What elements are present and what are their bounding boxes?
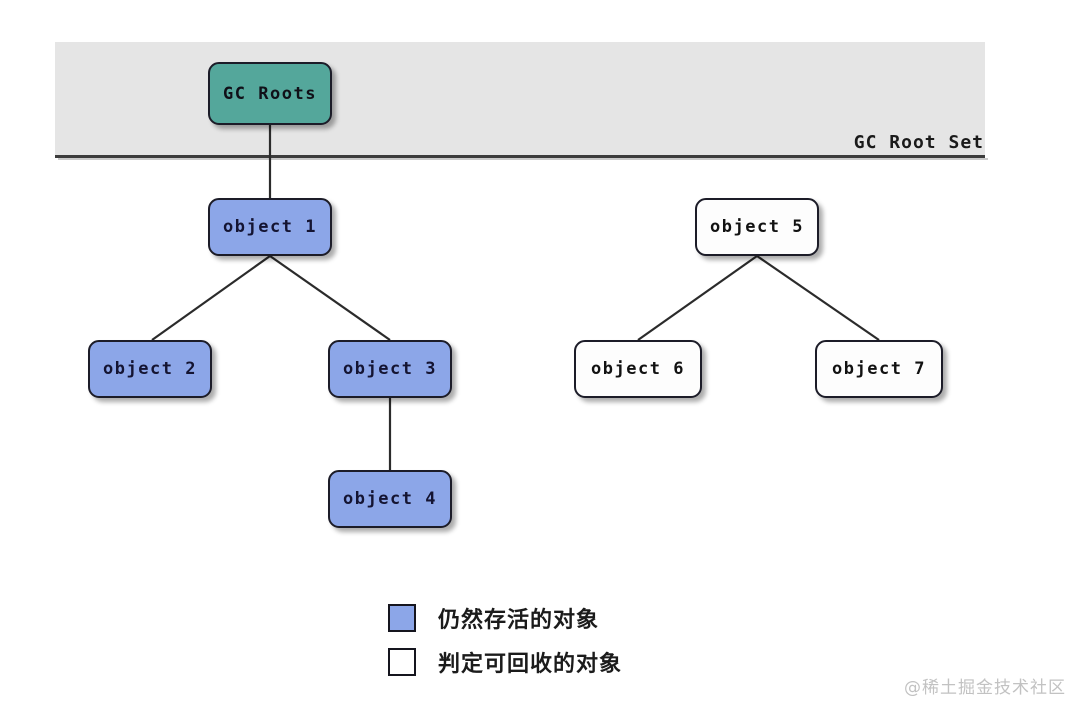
node-label: object 4 <box>343 489 437 509</box>
watermark: @稀土掘金技术社区 <box>904 678 1066 698</box>
node-label: GC Roots <box>223 83 317 104</box>
gc-root-set-rule-shadow <box>58 158 988 160</box>
edge-object-5-to-object-6 <box>637 255 758 341</box>
node-object-1[interactable]: object 1 <box>208 198 332 256</box>
node-label: object 7 <box>832 359 926 379</box>
node-object-4[interactable]: object 4 <box>328 470 452 528</box>
legend: 仍然存活的对象 判定可回收的对象 <box>388 596 622 684</box>
gc-root-set-rule <box>55 155 985 158</box>
node-label: object 6 <box>591 359 685 379</box>
edge-object-1-to-object-3 <box>269 255 391 341</box>
node-object-6[interactable]: object 6 <box>574 340 702 398</box>
gc-root-set-band <box>55 42 985 157</box>
node-object-2[interactable]: object 2 <box>88 340 212 398</box>
node-label: object 2 <box>103 359 197 379</box>
edge-object-5-to-object-7 <box>756 255 880 341</box>
node-label: object 5 <box>710 217 804 237</box>
gc-root-set-label: GC Root Set <box>853 132 984 153</box>
legend-label-collectible: 判定可回收的对象 <box>438 652 623 677</box>
node-label: object 3 <box>343 359 437 379</box>
node-object-5[interactable]: object 5 <box>695 198 819 256</box>
node-object-7[interactable]: object 7 <box>815 340 943 398</box>
legend-item-collectible: 判定可回收的对象 <box>388 640 622 684</box>
legend-label-alive: 仍然存活的对象 <box>438 608 600 633</box>
node-gc-roots[interactable]: GC Roots <box>208 62 332 125</box>
legend-item-alive: 仍然存活的对象 <box>388 596 622 640</box>
legend-swatch-collectible <box>388 648 416 676</box>
node-label: object 1 <box>223 217 317 237</box>
legend-swatch-alive <box>388 604 416 632</box>
edge-object-1-to-object-2 <box>151 255 271 341</box>
node-object-3[interactable]: object 3 <box>328 340 452 398</box>
